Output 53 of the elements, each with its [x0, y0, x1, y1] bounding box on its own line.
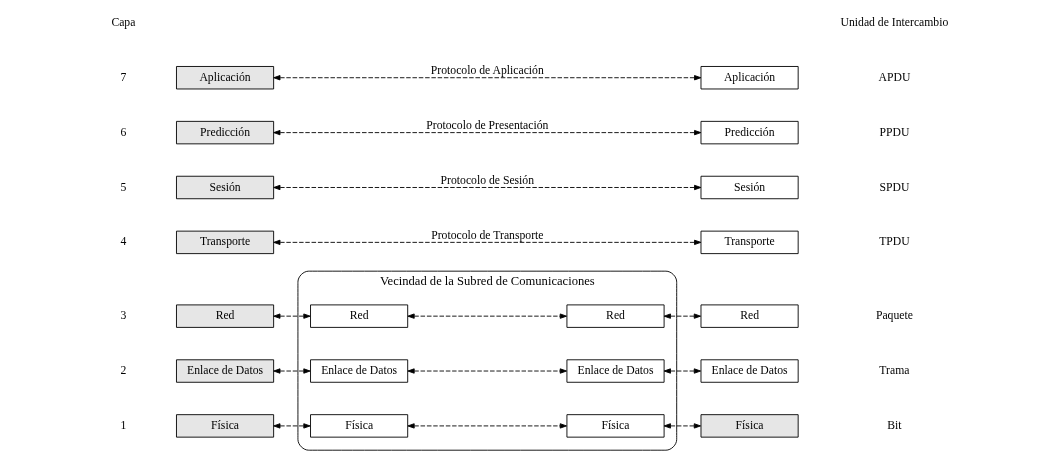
- node-box: Sesión: [175, 175, 274, 200]
- arrow: [663, 423, 701, 429]
- node-box: Aplicación: [700, 66, 799, 90]
- node-box: Física: [309, 414, 408, 438]
- node-box: Transporte: [175, 230, 274, 255]
- edge-label: Protocolo de Transporte: [430, 229, 543, 243]
- node-box: Física: [566, 414, 665, 438]
- node-box: Red: [175, 304, 274, 328]
- node-box: Enlace de Datos: [700, 359, 799, 383]
- node-box: Red: [566, 304, 665, 328]
- arrow: [406, 423, 567, 429]
- label: Trama: [878, 364, 909, 378]
- label: PPDU: [878, 125, 909, 139]
- node-box: Aplicación: [175, 66, 274, 90]
- edge-label: Protocolo de Sesión: [440, 174, 534, 188]
- node-box: Física: [175, 414, 274, 438]
- label: 2: [119, 364, 126, 378]
- label: Unidad de Intercambio: [840, 15, 948, 29]
- label: APDU: [878, 70, 910, 84]
- arrow: [663, 313, 701, 319]
- label: 3: [119, 309, 126, 323]
- node-box: Enlace de Datos: [566, 359, 665, 383]
- arrow: [272, 423, 311, 429]
- arrow: [406, 313, 567, 319]
- label: 4: [119, 235, 126, 249]
- node-box: Red: [700, 304, 799, 328]
- arrow: [406, 368, 567, 374]
- node-box: Sesión: [700, 175, 799, 200]
- node-box: Predicción: [175, 120, 274, 145]
- label: Paquete: [875, 309, 913, 323]
- node-box: Enlace de Datos: [309, 359, 408, 383]
- node-box: Transporte: [700, 230, 799, 255]
- label: Bit: [886, 418, 902, 432]
- label: 6: [119, 125, 126, 139]
- label: 1: [119, 418, 126, 432]
- label: SPDU: [878, 180, 909, 194]
- label: 7: [119, 70, 126, 84]
- edge-label: Protocolo de Presentación: [425, 119, 548, 133]
- arrow: [272, 75, 701, 81]
- label: 5: [119, 180, 126, 194]
- edge-label: Protocolo de Aplicación: [430, 64, 544, 78]
- arrow: [272, 313, 311, 319]
- arrow: [272, 129, 701, 136]
- arrow: [272, 368, 311, 374]
- node-box: Física: [700, 414, 799, 438]
- label: Capa: [110, 15, 135, 29]
- arrow: [272, 184, 701, 191]
- node-box: Enlace de Datos: [175, 359, 274, 383]
- arrow: [272, 239, 701, 246]
- arrow: [663, 368, 701, 374]
- node-box: Red: [309, 304, 408, 328]
- node-box: Predicción: [700, 120, 799, 145]
- label: TPDU: [878, 235, 910, 249]
